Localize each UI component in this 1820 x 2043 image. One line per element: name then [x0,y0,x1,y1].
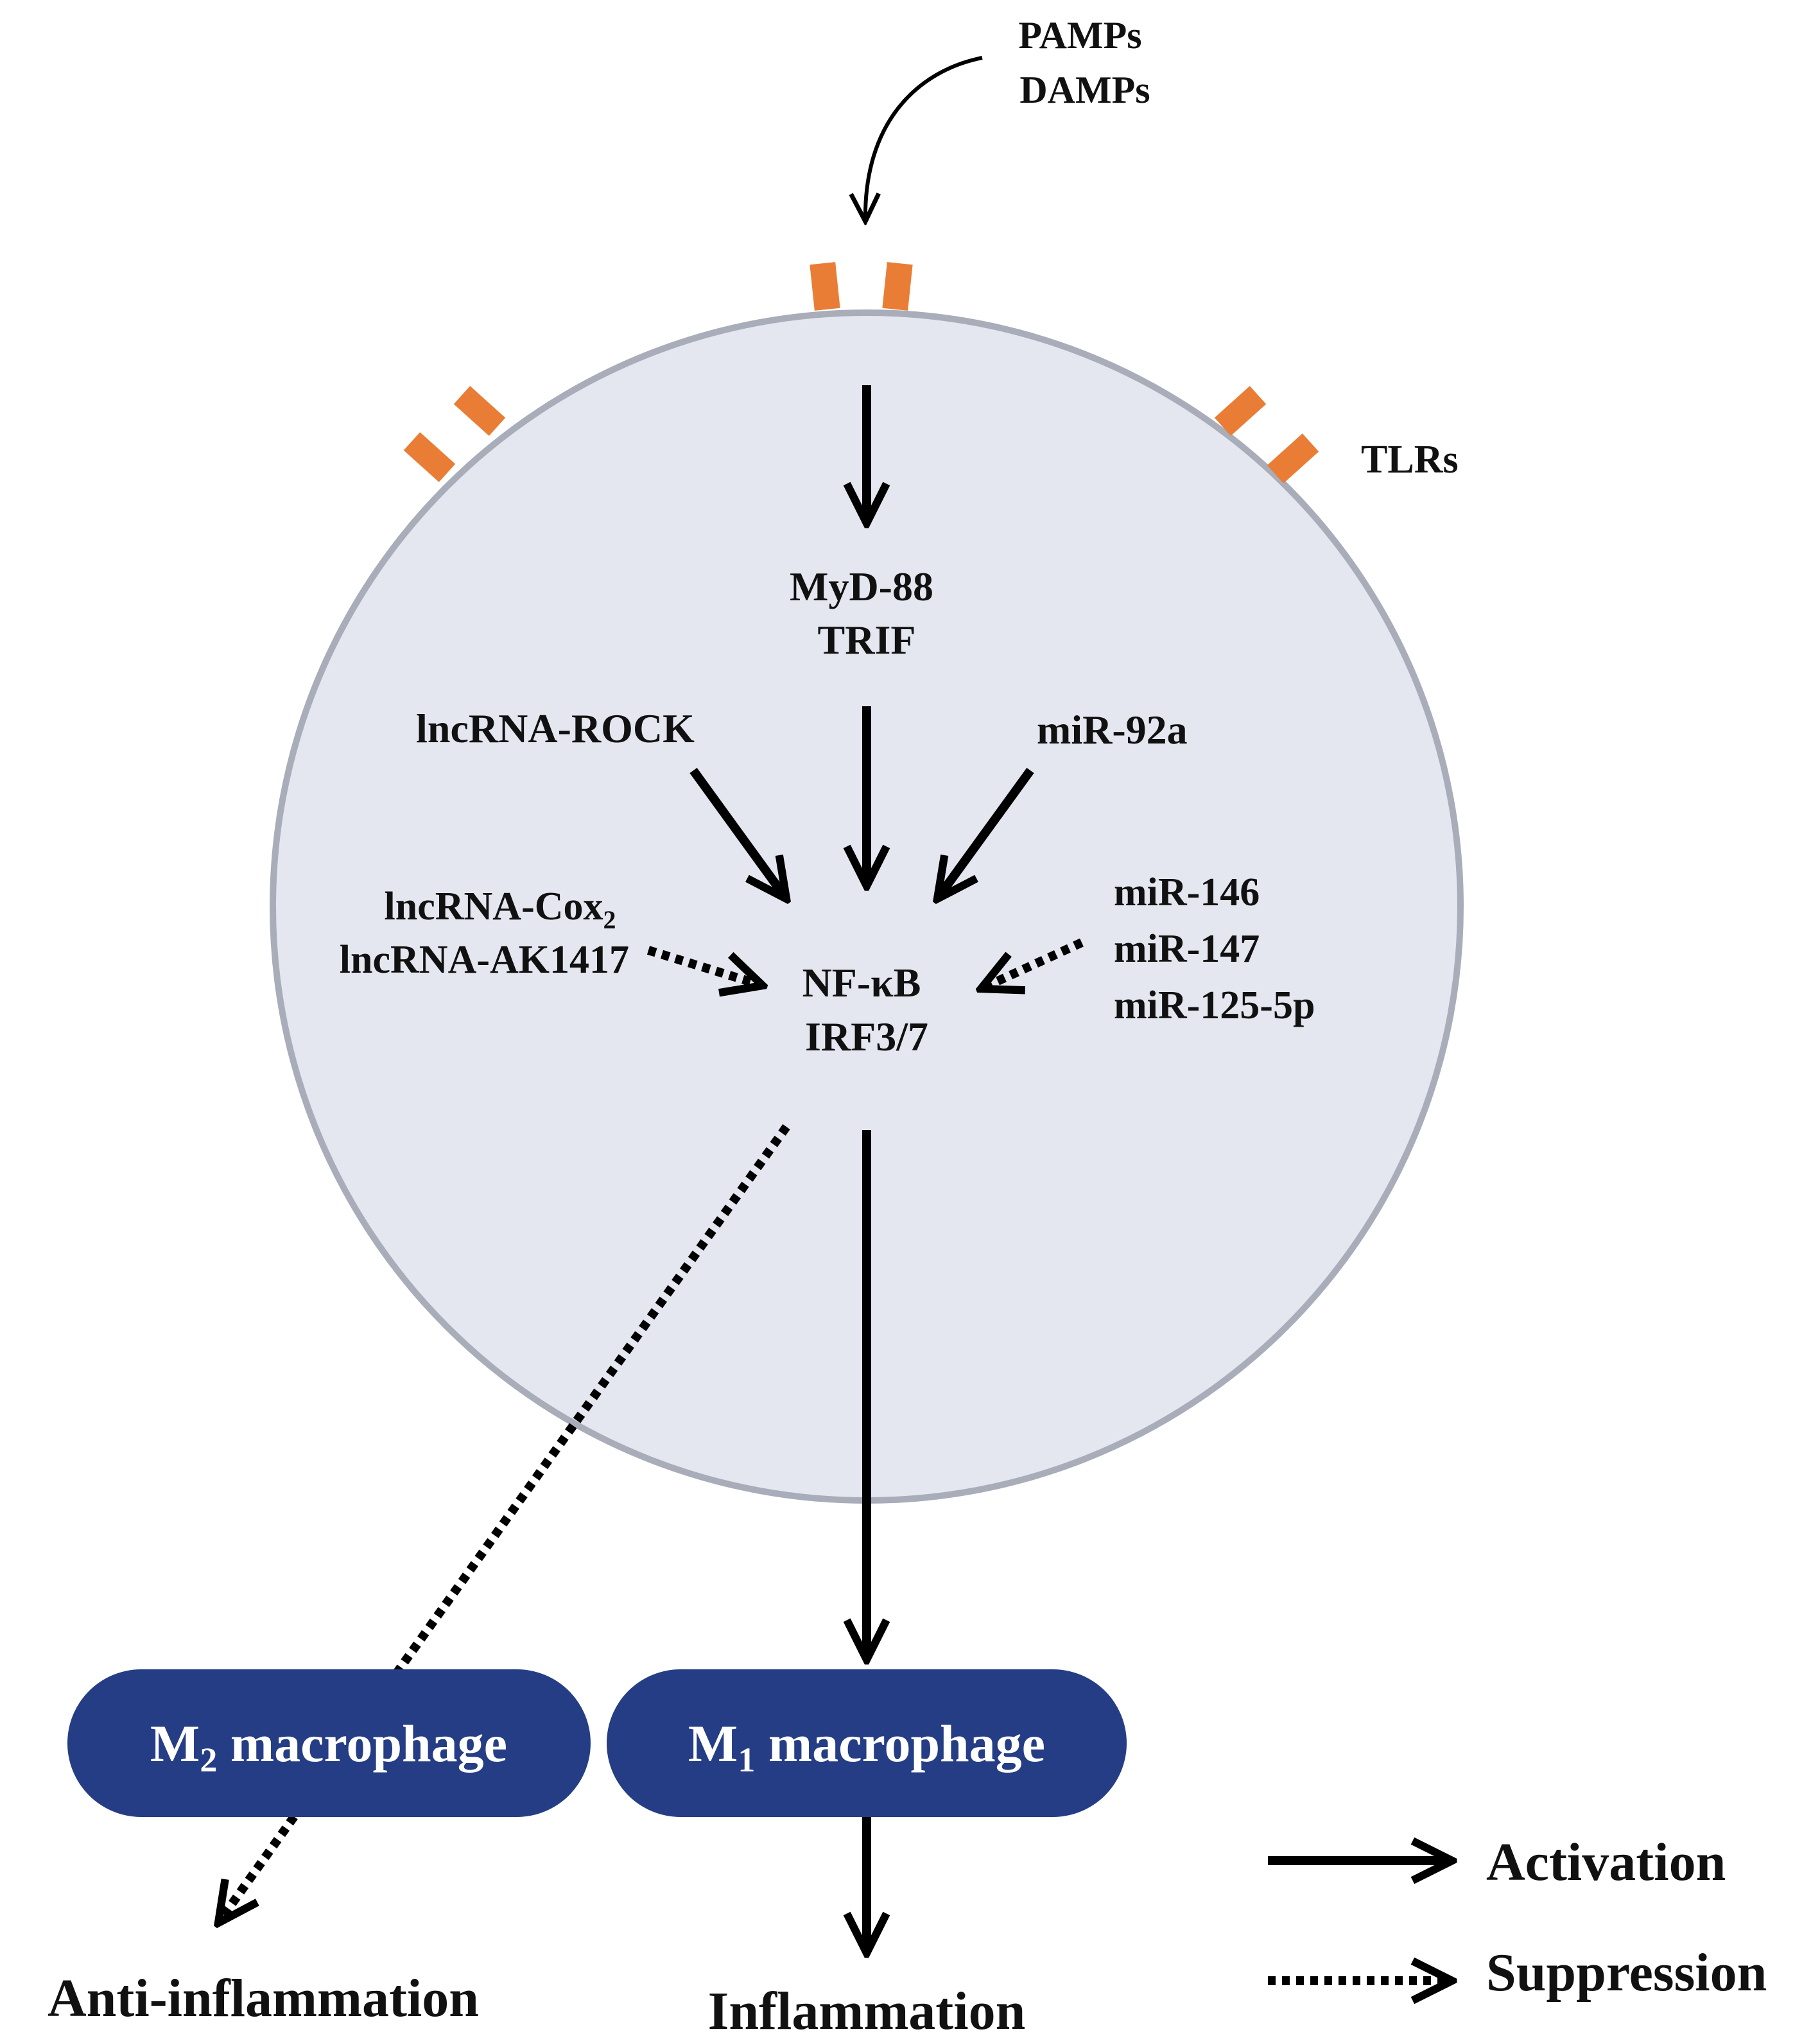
adaptor-label: MyD-88 TRIF [790,564,944,663]
m1-macrophage-pill [607,1669,1127,1817]
stimulus-line-2: DAMPs [1019,69,1150,111]
tlr-receptor [1267,433,1319,483]
mir-suppression-arrow [981,938,1084,989]
irf-line: IRF3/7 [805,1014,928,1059]
m1-macrophage-node: M1 macrophage [607,1669,1127,1817]
mir-right-label: miR-146 miR-147 miR-125-5p [1114,871,1315,1027]
tlr-receptor [453,386,506,436]
m2-macrophage-node: M2 macrophage [67,1669,591,1817]
mir-125-line: miR-125-5p [1114,984,1315,1027]
lncrna-ak1417-line: lncRNA-AK1417 [340,938,629,982]
m2-suppression-arrow [218,1124,790,1923]
tlrs-label: TLRs [1361,438,1459,482]
legend-activation-label: Activation [1486,1832,1726,1892]
stimulus-arrow [865,56,983,222]
tlr-receptor [403,432,456,482]
lncrna-cox-line: lncRNA-Cox2 [385,885,616,934]
lncrna-rock-label: lncRNA-ROCK [416,706,695,751]
anti-inflammation-label: Anti-inflammation [48,1969,479,2028]
legend: Activation Suppression [1268,1832,1767,2003]
stimulus-line-1: PAMPs [1018,14,1141,57]
adaptor-line-2: TRIF [818,617,916,663]
mir-92a-activation-arrow [937,767,1034,899]
inflammation-label: Inflammation [708,1981,1026,2041]
m2-macrophage-pill [67,1669,591,1817]
tlr-receptors [403,262,1319,483]
legend-suppression-label: Suppression [1486,1943,1767,2003]
lncrna-suppression-arrow [646,946,763,986]
mir-92a-label: miR-92a [1037,707,1188,752]
mir-147-line: miR-147 [1114,927,1260,971]
lncrna-rock-activation-arrow [689,767,786,899]
tlr-receptor [1214,386,1267,436]
m2-macrophage-label: M2 macrophage [150,1714,507,1779]
mir-146-line: miR-146 [1114,871,1260,914]
lncrna-left-label: lncRNA-Cox2 lncRNA-AK1417 [340,885,629,982]
m1-macrophage-label: M1 macrophage [688,1714,1045,1779]
tlr-receptor [882,262,913,311]
nfkb-line: NF-κB [802,960,921,1005]
transcription-factor-label: NF-κB IRF3/7 [802,960,932,1059]
tlr-receptor [810,262,840,311]
stimulus-label: PAMPs DAMPs [1018,14,1151,111]
adaptor-line-1: MyD-88 [790,564,933,609]
